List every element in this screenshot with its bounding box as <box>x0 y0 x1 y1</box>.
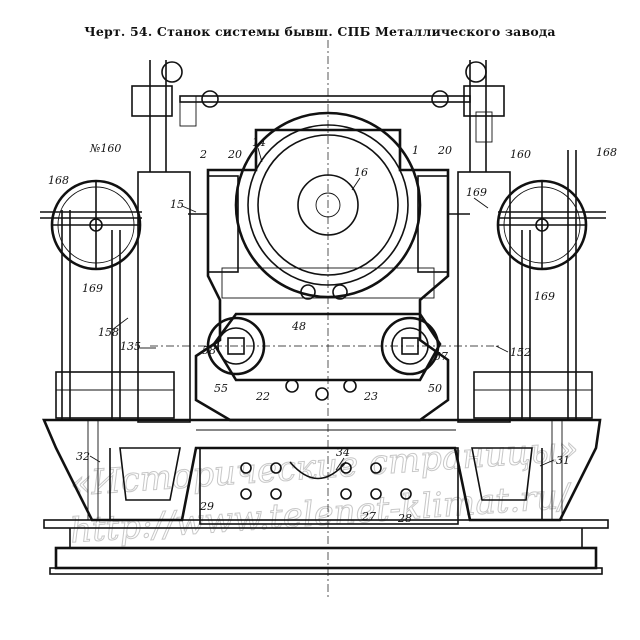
callout-169-right: 169 <box>534 290 555 303</box>
lower-housing <box>42 418 602 525</box>
callout-23-upper: 23 <box>363 390 378 403</box>
callout-58: 58 <box>202 344 216 357</box>
lever-bars <box>40 211 606 219</box>
cross-shaft <box>179 90 471 108</box>
callout-168-left: 168 <box>48 174 69 187</box>
callout-15: 15 <box>170 198 184 211</box>
callout-28: 28 <box>397 512 412 525</box>
callout-29: 29 <box>199 500 214 513</box>
callout-158: 158 <box>98 326 119 339</box>
callout-2: 2 <box>199 148 207 161</box>
right-handwheel <box>496 179 588 271</box>
left-handwheel <box>50 179 142 271</box>
callout-50: 50 <box>428 382 442 395</box>
vertical-rods <box>55 150 593 420</box>
callout-14: 14 <box>252 136 266 149</box>
yoke <box>206 284 442 401</box>
callout-55: 55 <box>214 382 228 395</box>
bolt-holes <box>240 461 412 500</box>
base-frame <box>43 519 609 575</box>
callout-labels: 14 16 1 20 20 2 №160 160 168 168 15 169 … <box>48 136 617 525</box>
callout-169-right-top: 169 <box>466 186 487 199</box>
callout-57: 57 <box>434 350 448 363</box>
callout-152: 152 <box>510 346 531 359</box>
callout-20-left: 20 <box>227 148 242 161</box>
callout-31: 31 <box>556 454 570 467</box>
callout-27: 27 <box>361 510 376 523</box>
callout-1: 1 <box>412 144 419 157</box>
callout-160: 160 <box>510 148 531 161</box>
callout-34: 34 <box>336 446 350 459</box>
callout-135: 135 <box>120 340 141 353</box>
leader-lines <box>89 147 555 471</box>
callout-32: 32 <box>76 450 90 463</box>
callout-16: 16 <box>354 166 368 179</box>
callout-no160: №160 <box>89 142 121 155</box>
callout-168-right: 168 <box>596 146 617 159</box>
callout-22: 22 <box>255 390 270 403</box>
figure-caption: Черт. 54. Станок системы бывш. СПБ Метал… <box>84 24 556 39</box>
callout-20-right: 20 <box>437 144 452 157</box>
callout-169-left: 169 <box>82 282 103 295</box>
callout-48: 48 <box>291 320 306 333</box>
side-towers <box>131 60 511 423</box>
